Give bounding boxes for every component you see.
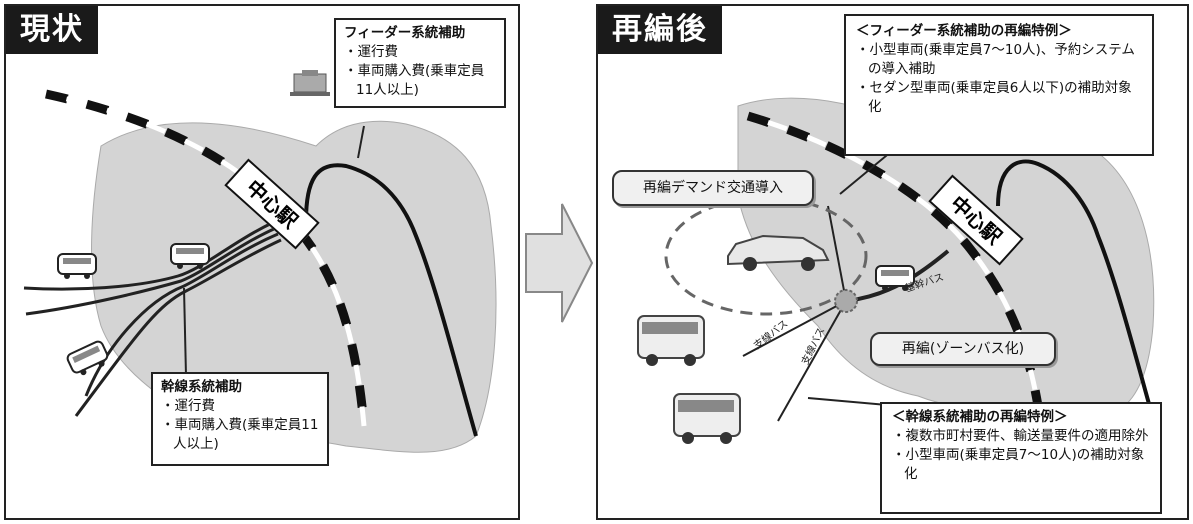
current-panel: 現状 中心駅 フィーダー系統補助 ・運行費 ・車両購入費(乗車定員11人以上) …	[4, 4, 520, 520]
bus-icon	[875, 265, 915, 291]
zone-bus-label: 再編(ゾーンバス化)	[870, 332, 1056, 366]
feeder-subsidy-title: フィーダー系統補助	[344, 25, 466, 41]
bus-icon	[66, 340, 109, 376]
bus-icon	[57, 253, 97, 279]
sedan-icon	[727, 234, 830, 271]
current-title: 現状	[6, 6, 98, 54]
feeder-special-item: ・セダン型車両(乗車定員6人以下)の補助対象化	[856, 80, 1132, 115]
transition-arrow-icon	[525, 203, 594, 323]
feeder-special-item: ・小型車両(乗車定員7〜10人)、予約システムの導入補助	[856, 42, 1135, 77]
trunk-subsidy-box: 幹線系統補助 ・運行費 ・車両購入費(乗車定員11人以上)	[151, 372, 329, 466]
feeder-subsidy-item: ・運行費	[344, 44, 398, 60]
feeder-special-title: ＜フィーダー系統補助の再編特例＞	[856, 23, 1072, 39]
trunk-subsidy-item: ・車両購入費(乗車定員11人以上)	[161, 417, 319, 452]
trunk-special-item: ・複数市町村要件、輸送量要件の適用除外	[892, 428, 1149, 444]
feeder-subsidy-item: ・車両購入費(乗車定員11人以上)	[344, 63, 485, 98]
hub-icon	[834, 289, 858, 313]
demand-transit-label: 再編デマンド交通導入	[612, 170, 814, 206]
trunk-subsidy-title: 幹線系統補助	[161, 379, 242, 395]
van-icon	[637, 315, 705, 366]
reorganized-title: 再編後	[598, 6, 722, 54]
trunk-special-item: ・小型車両(乗車定員7〜10人)の補助対象化	[892, 447, 1145, 482]
trunk-special-title: ＜幹線系統補助の再編特例＞	[892, 409, 1068, 425]
van-icon	[673, 393, 741, 444]
current-map	[23, 70, 497, 453]
building-icon	[290, 70, 330, 96]
trunk-subsidy-item: ・運行費	[161, 398, 215, 414]
reorganized-panel: 再編後 ＜フィーダー系統補助の再編特例＞ ・小型車両(乗車定員7〜10人)、予約…	[596, 4, 1189, 520]
trunk-special-box: ＜幹線系統補助の再編特例＞ ・複数市町村要件、輸送量要件の適用除外 ・小型車両(…	[880, 402, 1162, 514]
bus-icon	[170, 243, 210, 269]
feeder-special-box: ＜フィーダー系統補助の再編特例＞ ・小型車両(乗車定員7〜10人)、予約システム…	[844, 14, 1154, 156]
feeder-subsidy-box: フィーダー系統補助 ・運行費 ・車両購入費(乗車定員11人以上)	[334, 18, 506, 108]
